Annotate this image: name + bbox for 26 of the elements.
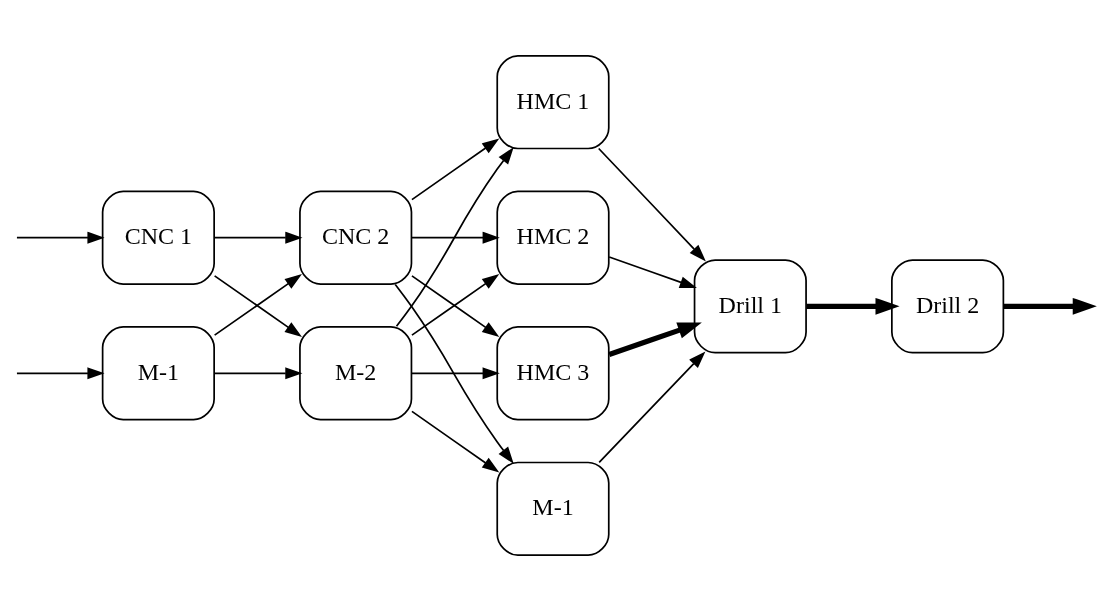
arrow bbox=[16, 231, 105, 244]
arrow bbox=[411, 366, 500, 379]
node-box: M-2 bbox=[299, 325, 413, 420]
arrow bbox=[395, 146, 514, 327]
arrow bbox=[213, 366, 303, 379]
arrow bbox=[16, 366, 105, 379]
arrow bbox=[1003, 297, 1097, 315]
arrow bbox=[411, 231, 500, 244]
node-box: M-1 bbox=[101, 325, 215, 420]
arrow bbox=[394, 283, 514, 464]
node-box: HMC 2 bbox=[496, 190, 610, 285]
arrow bbox=[411, 138, 500, 200]
arrow bbox=[806, 297, 900, 315]
node-box: HMC 1 bbox=[496, 54, 610, 149]
node-box: CNC 2 bbox=[299, 190, 413, 285]
node-box: M-1 bbox=[496, 461, 610, 556]
arrow bbox=[598, 350, 706, 463]
node-box: Drill 2 bbox=[891, 258, 1005, 354]
arrow bbox=[597, 147, 706, 261]
arrow bbox=[411, 410, 500, 472]
arrow bbox=[213, 231, 303, 244]
arrow bbox=[608, 255, 697, 288]
node-box: HMC 3 bbox=[496, 325, 610, 420]
node-box: CNC 1 bbox=[101, 190, 215, 285]
node-box: Drill 1 bbox=[693, 258, 807, 354]
arrow bbox=[608, 321, 702, 357]
